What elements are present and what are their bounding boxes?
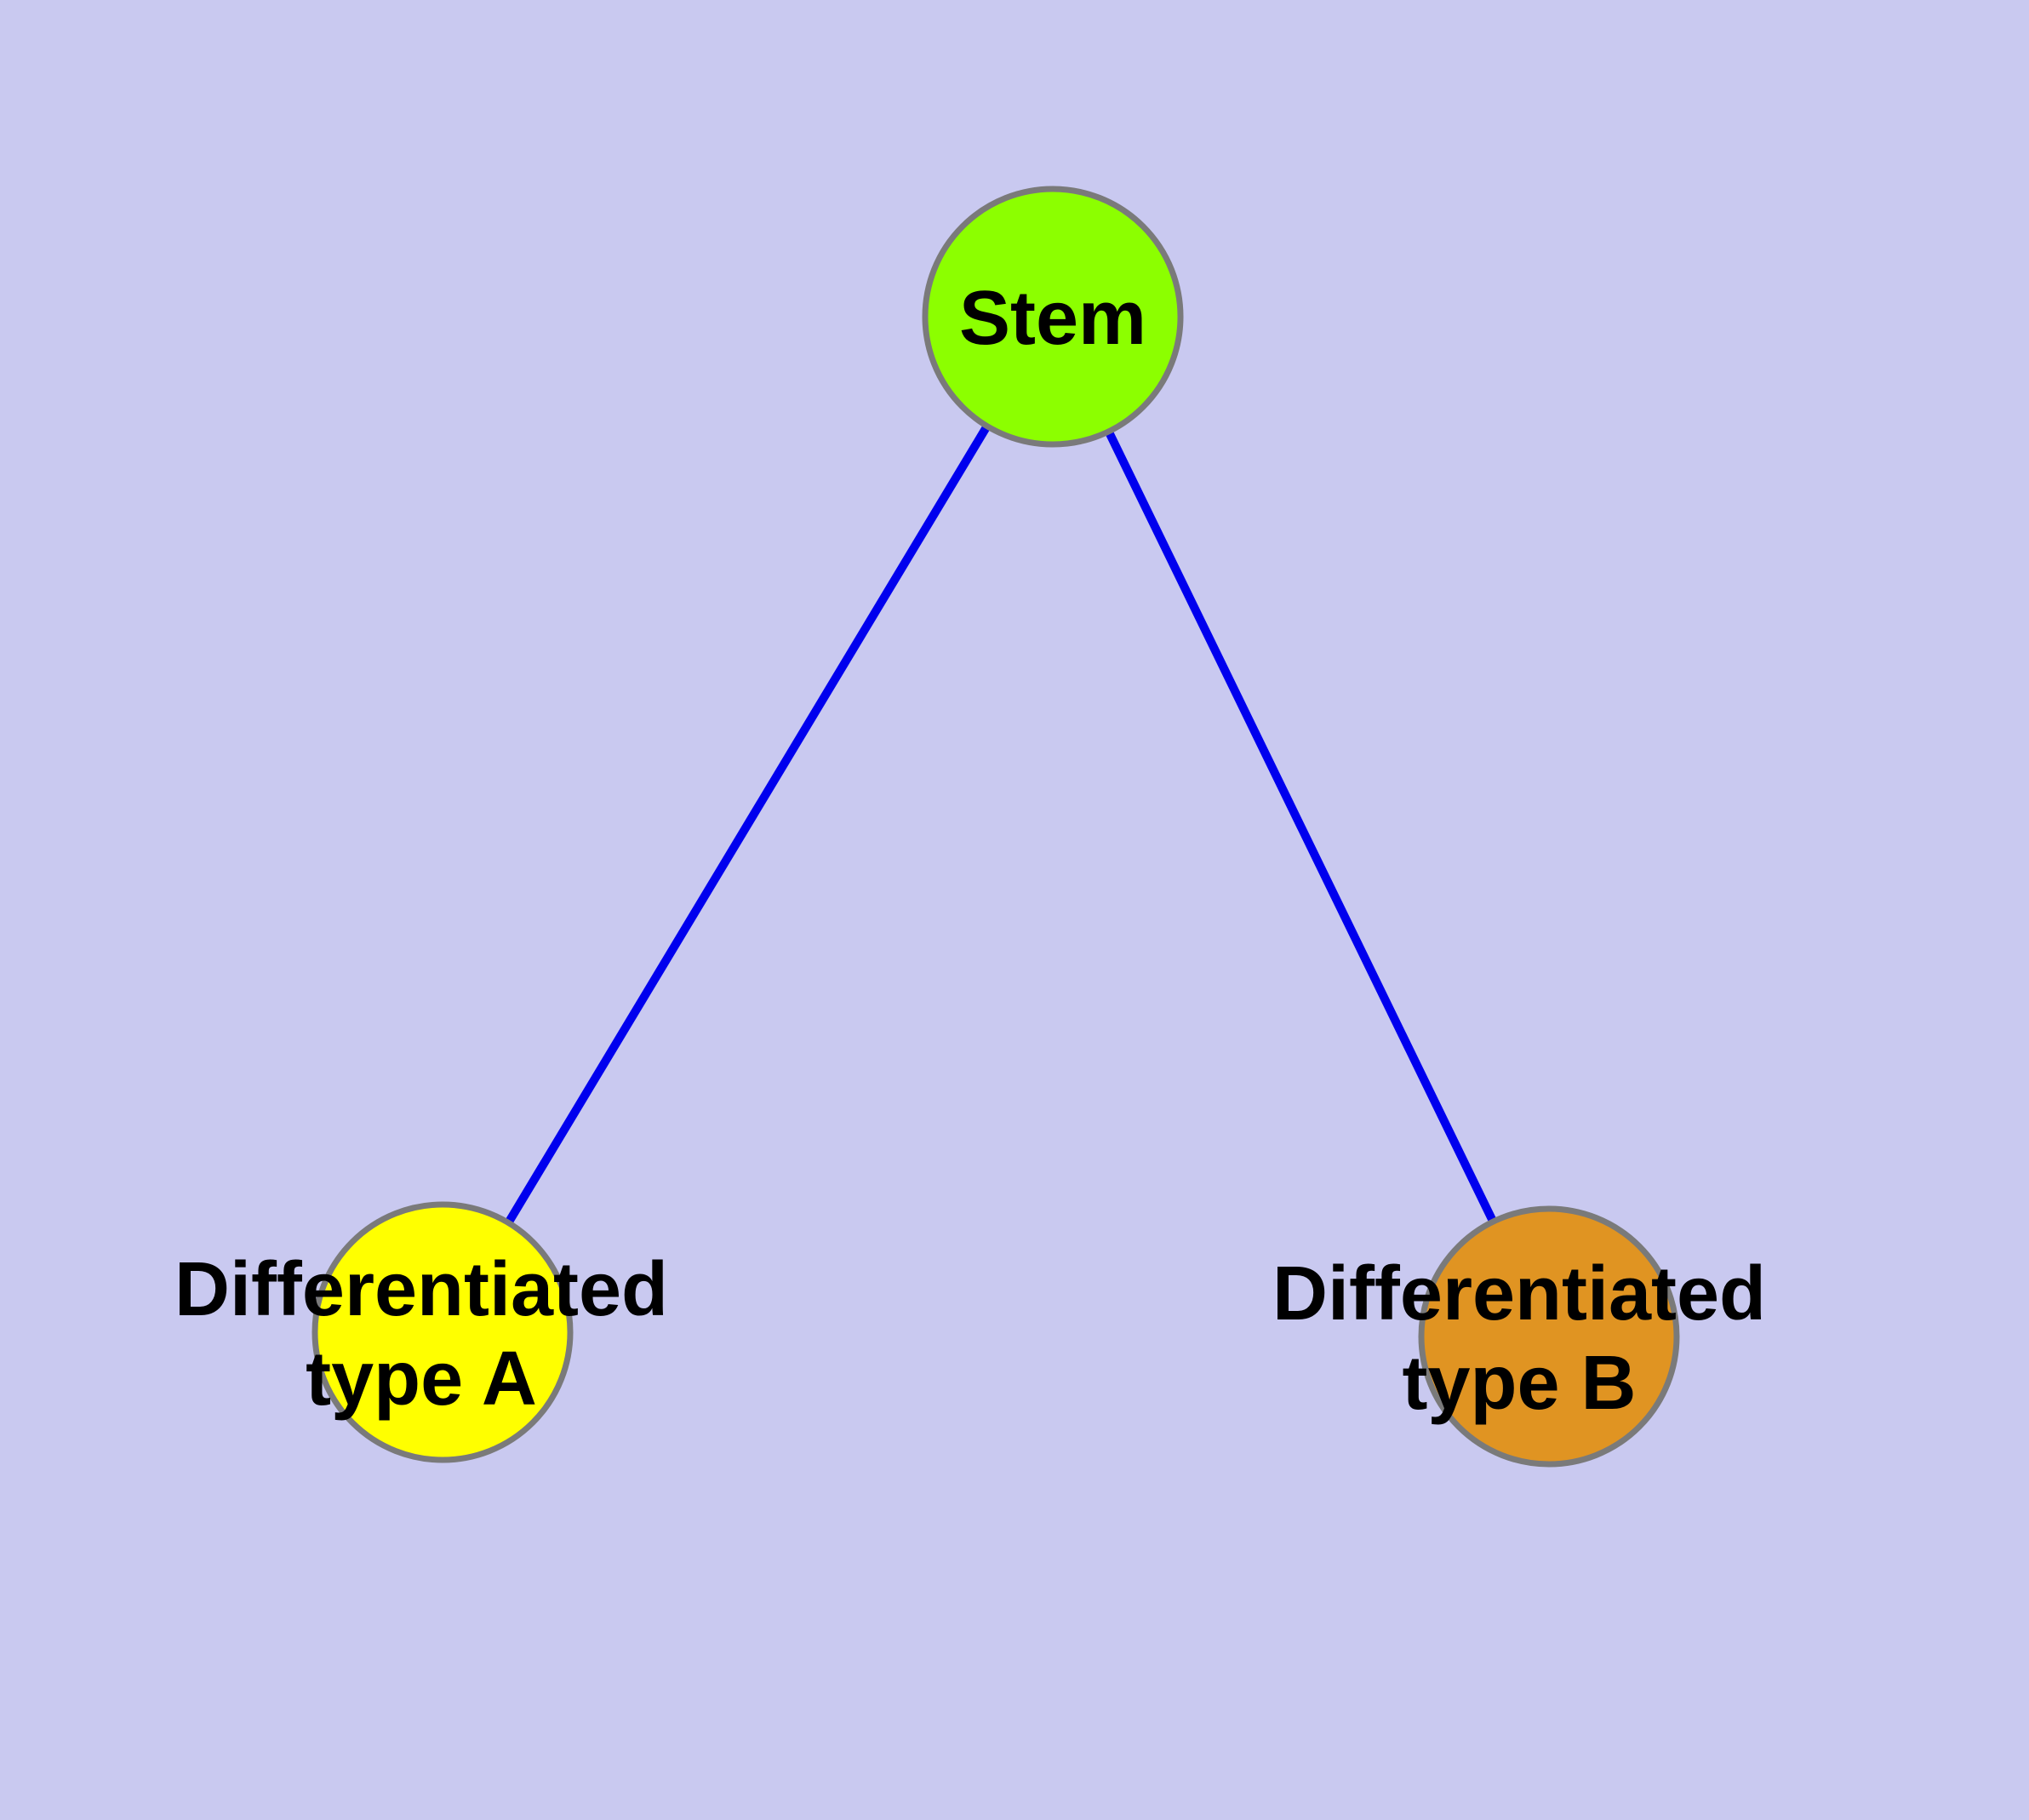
edge-stem-to-type-a bbox=[438, 314, 1057, 1335]
node-type-a-label-line2: type A bbox=[306, 1336, 537, 1422]
node-stem-label: Stem bbox=[959, 276, 1146, 361]
node-type-a-label-line1: Differentiated bbox=[174, 1247, 668, 1332]
edge-stem-to-type-b bbox=[1049, 314, 1553, 1339]
node-differentiated-type-a bbox=[311, 1201, 574, 1463]
node-type-b-label-line2: type B bbox=[1402, 1341, 1636, 1426]
node-differentiated-type-b bbox=[1418, 1205, 1680, 1468]
node-type-b-label-line1: Differentiated bbox=[1272, 1251, 1766, 1336]
node-stem bbox=[922, 186, 1184, 448]
